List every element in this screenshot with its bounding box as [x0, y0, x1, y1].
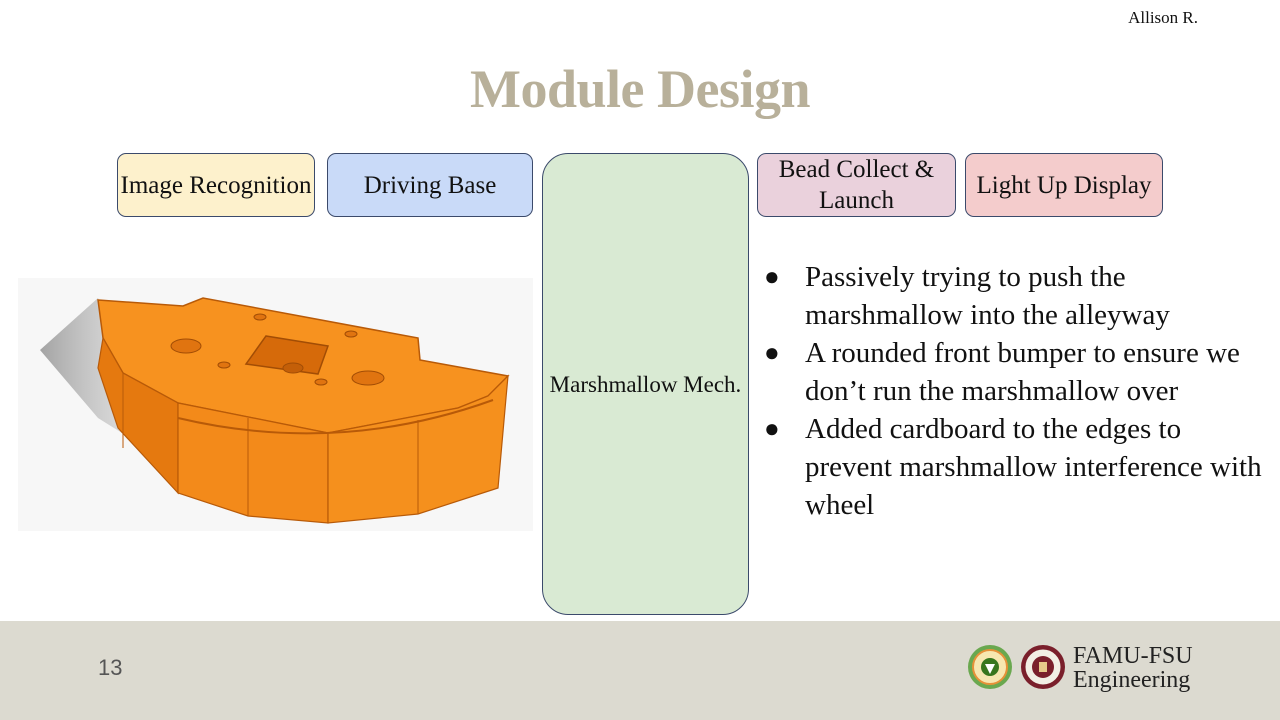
author-name: Allison R.	[1128, 8, 1198, 27]
module-driving-base: Driving Base	[327, 153, 533, 217]
bullet-icon: ●	[764, 414, 780, 443]
famu-fsu-engineering-logo: FAMU-FSU Engineering	[1073, 643, 1193, 693]
module-bead-collect-launch: Bead Collect & Launch	[757, 153, 956, 217]
bumper-3d-render	[18, 278, 533, 531]
module-image-recognition: Image Recognition	[117, 153, 315, 217]
module-marshmallow-mech: Marshmallow Mech.	[542, 153, 749, 615]
bullet-item: ●Passively trying to push the marshmallo…	[762, 258, 1262, 334]
bullet-item: ●Added cardboard to the edges to prevent…	[762, 410, 1262, 524]
bullet-item: ●A rounded front bumper to ensure we don…	[762, 334, 1262, 410]
footer-bar	[0, 621, 1280, 720]
slide-title: Module Design	[469, 59, 811, 119]
bullet-icon: ●	[764, 262, 780, 291]
fsu-seal-icon	[1021, 645, 1065, 689]
famu-seal-icon	[968, 645, 1012, 689]
module-light-up-display: Light Up Display	[965, 153, 1163, 217]
bullet-icon: ●	[764, 338, 780, 367]
bullet-list: ●Passively trying to push the marshmallo…	[762, 258, 1262, 524]
page-number: 13	[98, 655, 123, 680]
